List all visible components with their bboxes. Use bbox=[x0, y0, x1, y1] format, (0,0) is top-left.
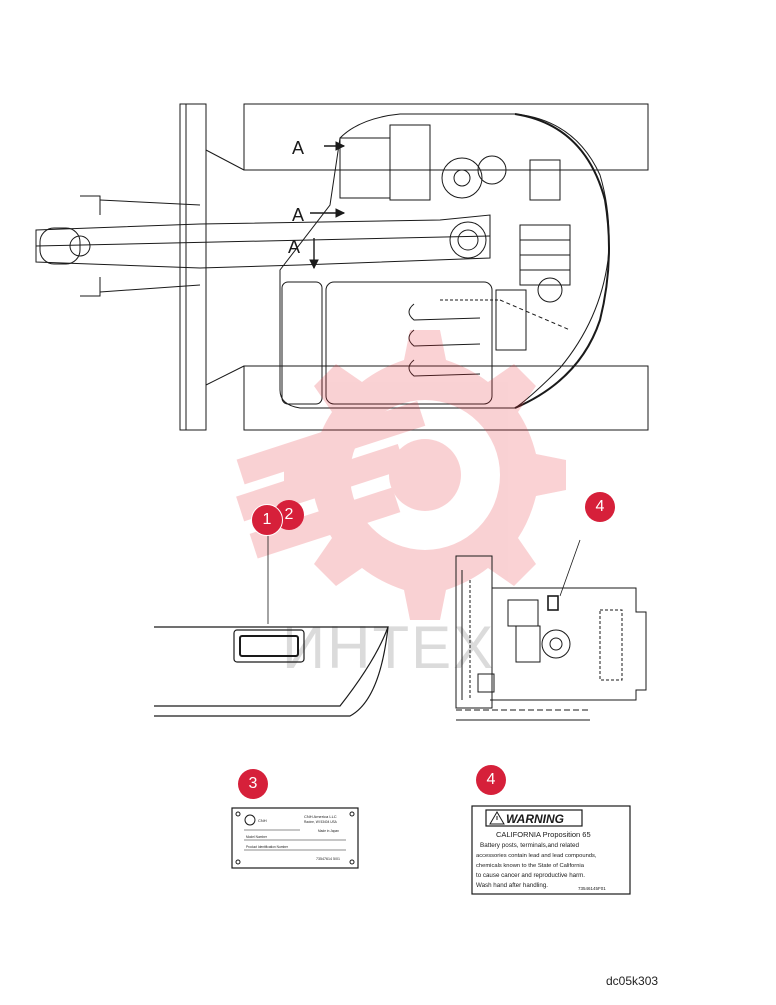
plate-header-2: Racine, WI 53404 USA bbox=[304, 820, 338, 824]
warning-title: WARNING bbox=[506, 812, 564, 826]
callout-4-bottom: 4 bbox=[476, 765, 506, 795]
serial-plate bbox=[231, 807, 359, 869]
callout-4-top: 4 bbox=[585, 492, 615, 522]
warning-line-6: Wash hand after handling. bbox=[476, 882, 548, 889]
plate-pin-label: Product Identification Number bbox=[246, 845, 289, 849]
boom bbox=[35, 214, 491, 269]
warning-line-4: chemicals known to the State of Californ… bbox=[476, 863, 585, 869]
track-upper bbox=[243, 103, 649, 171]
view-label-a2: A bbox=[292, 205, 304, 225]
warning-part-number: 73546145F01 bbox=[578, 886, 606, 891]
track-lower bbox=[243, 365, 649, 431]
plate-brand: CNH bbox=[258, 818, 267, 823]
callout-1: 1 bbox=[251, 504, 283, 536]
warning-triangle-icon bbox=[489, 811, 505, 825]
drawing-reference-code: dc05k303 bbox=[606, 974, 659, 988]
warning-label bbox=[471, 805, 631, 895]
watermark-gear-logo bbox=[236, 330, 566, 620]
plate-model-label: Model Number bbox=[246, 835, 268, 839]
floor-panel-left bbox=[281, 281, 323, 405]
counterweight bbox=[514, 113, 610, 409]
plate-header: CNH America LLC bbox=[304, 814, 337, 819]
serial-plate-location bbox=[233, 629, 305, 663]
warning-line-5: to cause cancer and reproductive harm. bbox=[476, 872, 585, 879]
watermark-text: ИНТЕХ bbox=[282, 614, 495, 681]
view-label-a1: A bbox=[292, 138, 304, 158]
warning-line-2: Battery posts, terminals,and related bbox=[480, 842, 580, 849]
machine-top-view bbox=[35, 103, 649, 431]
warning-line-1: CALIFORNIA Proposition 65 bbox=[496, 830, 591, 839]
callout-3: 3 bbox=[238, 769, 268, 799]
body-side-detail bbox=[154, 530, 389, 717]
battery-area-detail bbox=[455, 539, 647, 721]
plate-part-number: 73547614 5/01 bbox=[316, 857, 340, 861]
warning-line-3: accessories contain lead and lead compou… bbox=[476, 853, 597, 859]
plate-origin: Made in Japan bbox=[318, 829, 339, 833]
view-label-a3: A bbox=[288, 237, 300, 257]
floor-panel-main bbox=[325, 281, 493, 405]
